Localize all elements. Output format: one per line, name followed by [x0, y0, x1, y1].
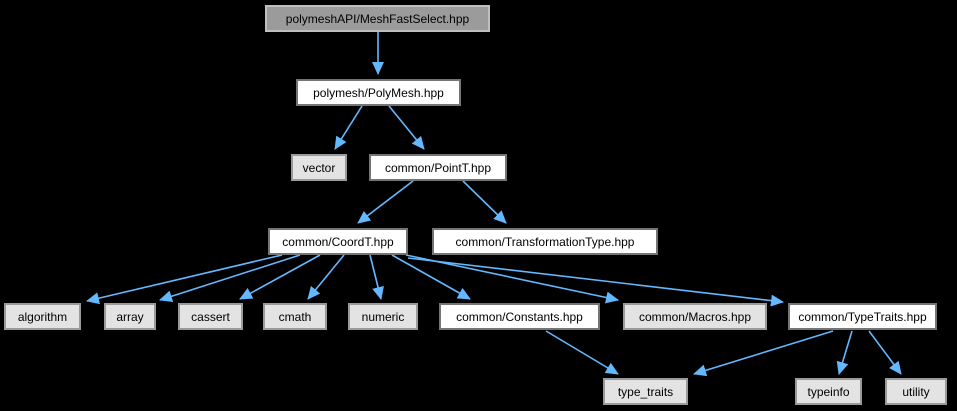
node-meshfastselect: polymeshAPI/MeshFastSelect.hpp	[265, 5, 490, 32]
node-type_traits: type_traits	[603, 378, 688, 405]
node-typetraits[interactable]: common/TypeTraits.hpp	[788, 303, 937, 330]
edge-pointt-coordt	[357, 180, 414, 224]
edge-typetraits-typeinfo	[836, 330, 853, 375]
node-numeric: numeric	[348, 303, 418, 330]
edge-coordt-cassert	[239, 254, 321, 300]
node-utility: utility	[885, 378, 947, 405]
edge-typetraits-utility	[868, 330, 902, 375]
node-typeinfo: typeinfo	[795, 378, 862, 405]
edge-coordt-algorithm	[86, 254, 283, 305]
node-constants[interactable]: common/Constants.hpp	[439, 303, 600, 330]
node-polymesh[interactable]: polymesh/PolyMesh.hpp	[296, 79, 461, 106]
edge-polymesh-vector	[334, 105, 363, 150]
node-pointt[interactable]: common/PointT.hpp	[369, 154, 507, 181]
edge-coordt-typetraits	[407, 257, 784, 307]
edge-coordt-array	[159, 254, 301, 303]
edge-coordt-cmath	[307, 254, 345, 300]
edge-constants-type_traits	[545, 330, 619, 375]
node-algorithm: algorithm	[4, 303, 81, 330]
edge-coordt-numeric	[369, 254, 384, 300]
node-vector: vector	[291, 154, 347, 181]
edge-typetraits-type_traits	[693, 330, 834, 377]
edge-polymesh-pointt	[388, 105, 425, 150]
node-transformationtype[interactable]: common/TransformationType.hpp	[432, 228, 658, 255]
node-cassert: cassert	[178, 303, 243, 330]
node-macros: common/Macros.hpp	[623, 303, 767, 330]
edge-pointt-transformationtype	[462, 180, 507, 224]
node-cmath: cmath	[263, 303, 327, 330]
node-coordt[interactable]: common/CoordT.hpp	[268, 228, 408, 255]
node-array: array	[104, 303, 156, 330]
edge-coordt-constants	[391, 254, 471, 300]
